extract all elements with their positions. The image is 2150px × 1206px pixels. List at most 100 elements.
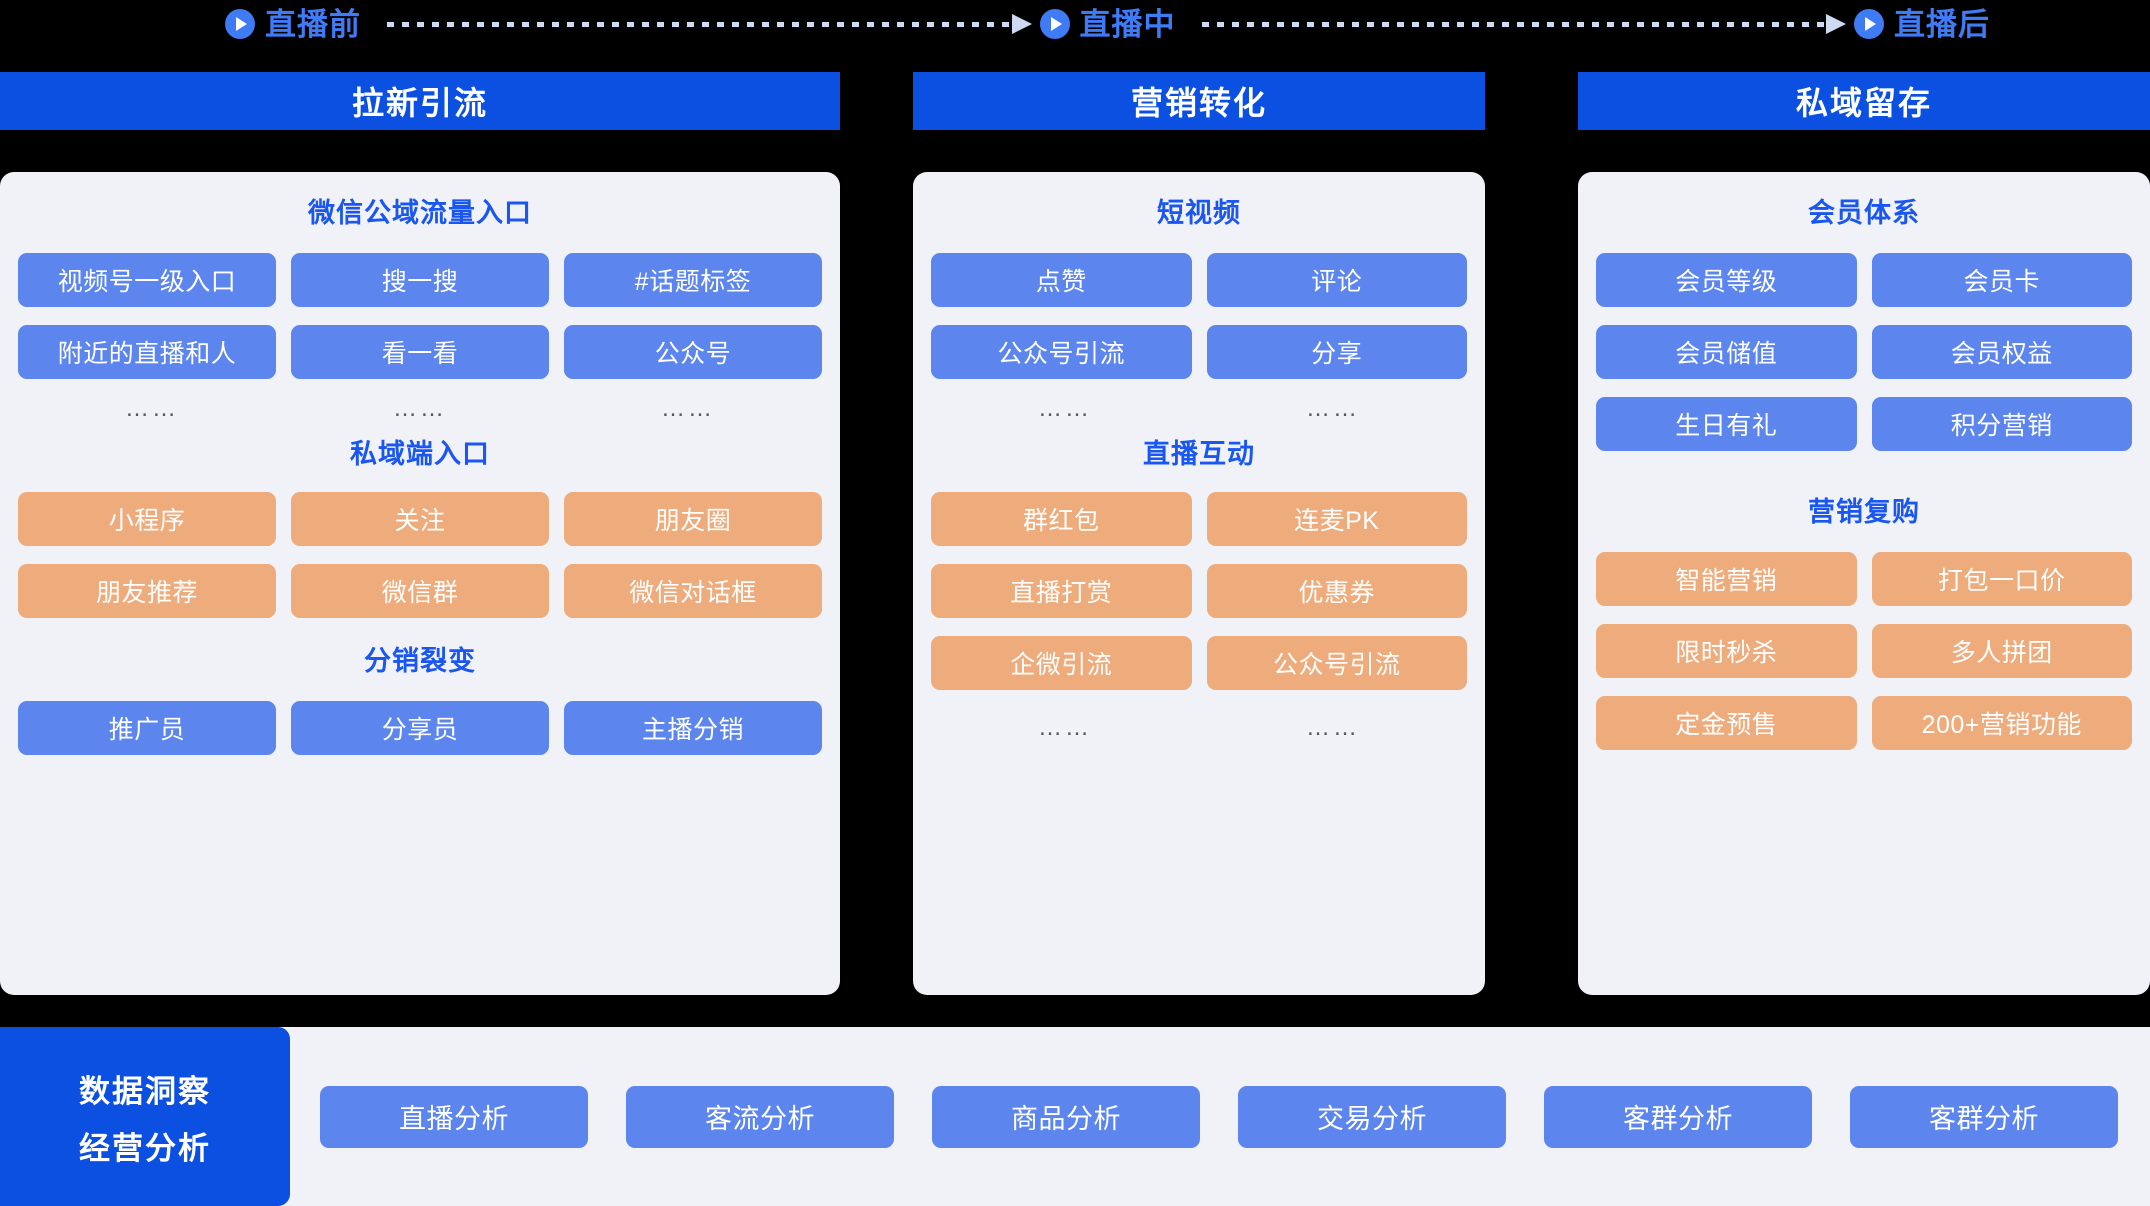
feature-tile[interactable]: 微信对话框: [564, 564, 822, 618]
analytics-tile[interactable]: 客群分析: [1544, 1085, 1812, 1148]
tile-row: 小程序 关注 朋友圈: [18, 492, 822, 546]
group-title: 营销复购: [1808, 497, 1920, 527]
feature-tile[interactable]: 生日有礼: [1596, 397, 1857, 451]
feature-tile[interactable]: 直播打赏: [931, 564, 1192, 618]
group-title: 会员体系: [1808, 198, 1920, 228]
dotted-line: [387, 22, 1014, 27]
feature-tile[interactable]: 会员等级: [1596, 253, 1857, 307]
feature-tile[interactable]: 微信群: [291, 564, 549, 618]
analytics-label-line2: 经营分析: [79, 1130, 211, 1166]
feature-tile[interactable]: 企微引流: [931, 636, 1192, 690]
analytics-tile[interactable]: 客流分析: [626, 1085, 894, 1148]
feature-tile[interactable]: 搜一搜: [291, 253, 549, 307]
column-header-conversion: 营销转化: [913, 72, 1485, 130]
feature-tile[interactable]: 评论: [1206, 253, 1467, 307]
group-title: 微信公域流量入口: [308, 198, 532, 228]
group-title: 私域端入口: [350, 439, 490, 469]
tile-row: 附近的直播和人 看一看 公众号: [18, 325, 822, 379]
phase-item-pre-live: 直播前: [225, 9, 361, 40]
phase-item-post-live: 直播后: [1854, 9, 1990, 40]
tile-row: 视频号一级入口 搜一搜 #话题标签: [18, 253, 822, 307]
phase-label: 直播前: [265, 6, 361, 42]
ellipsis-row: …… ……: [931, 716, 1467, 740]
feature-tile[interactable]: 会员卡: [1871, 253, 2132, 307]
tile-row: 公众号引流 分享: [931, 325, 1467, 379]
arrowhead-icon: [1011, 14, 1032, 34]
phase-timeline: 直播前 直播中 直播后: [0, 0, 2150, 48]
tile-row: 朋友推荐 微信群 微信对话框: [18, 564, 822, 618]
feature-tile[interactable]: 推广员: [18, 701, 276, 755]
feature-tile[interactable]: 点赞: [931, 253, 1192, 307]
tile-row: 定金预售 200+营销功能: [1596, 696, 2132, 750]
feature-tile[interactable]: 定金预售: [1596, 696, 1857, 750]
feature-tile[interactable]: 限时秒杀: [1596, 624, 1857, 678]
tile-row: 群红包 连麦PK: [931, 492, 1467, 546]
feature-tile[interactable]: 会员权益: [1871, 325, 2132, 379]
ellipsis: ……: [1038, 395, 1092, 422]
feature-tile[interactable]: 主播分销: [564, 701, 822, 755]
feature-tile[interactable]: 群红包: [931, 492, 1192, 546]
tile-row: 智能营销 打包一口价: [1596, 552, 2132, 606]
ellipsis: ……: [1306, 395, 1360, 422]
group-title: 短视频: [1157, 198, 1241, 228]
feature-tile[interactable]: 连麦PK: [1206, 492, 1467, 546]
ellipsis-row: …… ……: [931, 397, 1467, 421]
feature-tile[interactable]: 会员储值: [1596, 325, 1857, 379]
tile-row: 点赞 评论: [931, 253, 1467, 307]
play-icon: [1854, 9, 1884, 39]
analytics-tile[interactable]: 商品分析: [932, 1085, 1200, 1148]
column-header-label: 营销转化: [1130, 85, 1267, 121]
feature-tile[interactable]: 优惠券: [1206, 564, 1467, 618]
feature-tile[interactable]: 小程序: [18, 492, 276, 546]
tile-row: 会员储值 会员权益: [1596, 325, 2132, 379]
feature-tile[interactable]: 看一看: [291, 325, 549, 379]
tile-row: 会员等级 会员卡: [1596, 253, 2132, 307]
tile-row: 生日有礼 积分营销: [1596, 397, 2132, 451]
feature-tile[interactable]: 视频号一级入口: [18, 253, 276, 307]
feature-tile[interactable]: 朋友圈: [564, 492, 822, 546]
arrowhead-icon: [1826, 14, 1846, 34]
feature-tile[interactable]: 多人拼团: [1871, 624, 2132, 678]
dotted-line: [1201, 22, 1828, 27]
ellipsis: ……: [1306, 714, 1360, 741]
feature-tile[interactable]: 200+营销功能: [1871, 696, 2132, 750]
analytics-tile[interactable]: 客群分析: [1850, 1085, 2118, 1148]
phase-item-live: 直播中: [1039, 6, 1176, 42]
feature-tile[interactable]: 公众号: [564, 325, 822, 379]
feature-tile[interactable]: 积分营销: [1871, 397, 2132, 451]
phase-label: 直播后: [1894, 6, 1990, 42]
feature-tile[interactable]: 智能营销: [1596, 552, 1857, 606]
panel-retention: 会员体系 会员等级 会员卡 会员储值 会员权益 生日有礼 积分营销 营销复购 智…: [1578, 172, 2150, 995]
ellipsis: ……: [125, 395, 179, 422]
column-header-label: 拉新引流: [351, 85, 488, 121]
play-icon: [1039, 9, 1070, 39]
panel-conversion: 短视频 点赞 评论 公众号引流 分享 …… …… 直播互动 群红包 连麦PK 直…: [913, 172, 1485, 995]
feature-tile[interactable]: 朋友推荐: [18, 564, 276, 618]
ellipsis-row: …… …… ……: [18, 397, 822, 421]
feature-tile[interactable]: 关注: [291, 492, 549, 546]
ellipsis: ……: [1038, 714, 1092, 741]
tile-row: 推广员 分享员 主播分销: [18, 701, 822, 755]
analytics-label-block: 数据洞察 经营分析: [0, 1027, 290, 1206]
feature-tile[interactable]: 附近的直播和人: [18, 325, 276, 379]
column-header-acquisition: 拉新引流: [0, 72, 840, 130]
feature-tile[interactable]: 打包一口价: [1871, 552, 2132, 606]
column-header-label: 私域留存: [1795, 85, 1932, 121]
analytics-label-line1: 数据洞察: [79, 1073, 211, 1109]
tile-row: 限时秒杀 多人拼团: [1596, 624, 2132, 678]
feature-tile[interactable]: #话题标签: [564, 253, 822, 307]
analytics-tile-row: 直播分析 客流分析 商品分析 交易分析 客群分析 客群分析: [320, 1027, 2130, 1206]
panel-acquisition: 微信公域流量入口 视频号一级入口 搜一搜 #话题标签 附近的直播和人 看一看 公…: [0, 172, 840, 995]
feature-tile[interactable]: 分享员: [291, 701, 549, 755]
timeline-arrow-1: [361, 12, 1040, 36]
analytics-tile[interactable]: 交易分析: [1238, 1085, 1506, 1148]
feature-tile[interactable]: 公众号引流: [1206, 636, 1467, 690]
play-icon: [225, 9, 255, 39]
phase-label: 直播中: [1079, 6, 1176, 42]
ellipsis: ……: [661, 395, 715, 422]
analytics-tile[interactable]: 直播分析: [320, 1085, 588, 1148]
feature-tile[interactable]: 公众号引流: [931, 325, 1192, 379]
timeline-arrow-2: [1176, 12, 1855, 36]
feature-tile[interactable]: 分享: [1206, 325, 1467, 379]
ellipsis: ……: [393, 395, 447, 422]
